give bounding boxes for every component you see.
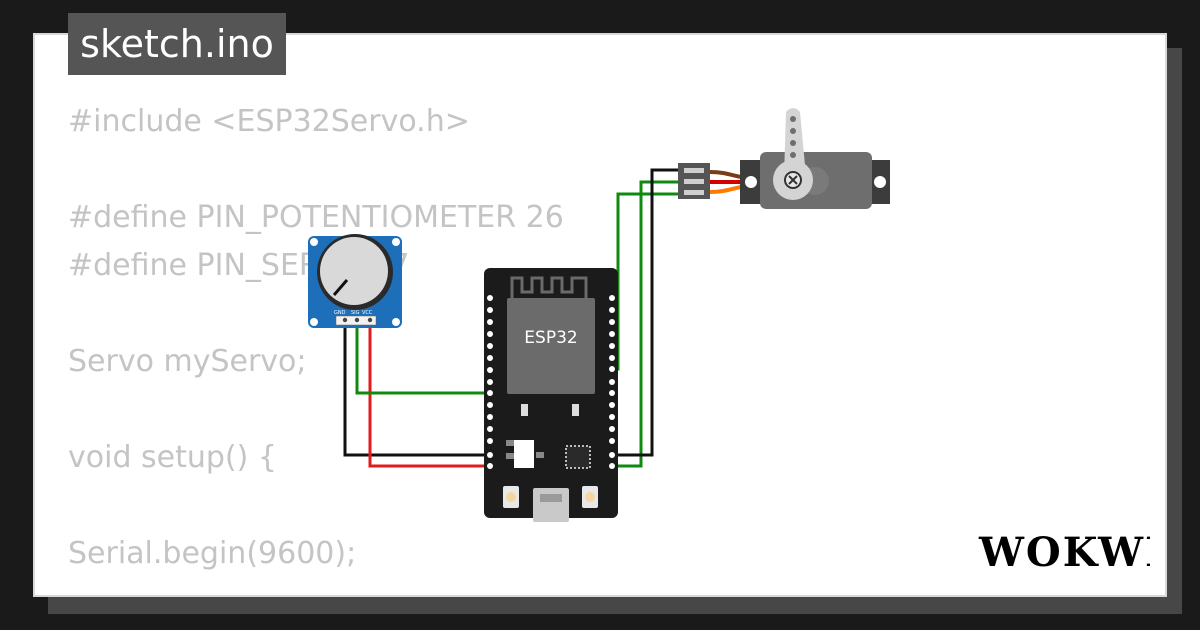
- pot-pin-label-vcc: VCC: [362, 310, 373, 316]
- file-tab[interactable]: sketch.ino: [68, 13, 286, 75]
- wire-pot-sig[interactable]: [355, 320, 489, 395]
- potentiometer[interactable]: GND SIG VCC: [308, 234, 402, 328]
- chip-label: ESP32: [524, 328, 577, 348]
- pot-pin-label-gnd: GND: [334, 310, 346, 316]
- servo-motor[interactable]: [678, 108, 890, 209]
- code-line-3: #define PIN_POTENTIOMETER 26: [68, 200, 564, 235]
- pot-pin-label-sig: SIG: [351, 310, 360, 316]
- usb-port[interactable]: [533, 488, 569, 522]
- wire-servo-signal[interactable]: [610, 192, 680, 371]
- voltage-regulator: [514, 440, 534, 468]
- code-line-10: Serial.begin(9600);: [68, 536, 357, 571]
- right-pin-header: [609, 295, 615, 469]
- wire-pot-vcc[interactable]: [368, 320, 489, 468]
- wokwi-logo: WOKWI: [978, 529, 1150, 576]
- left-pin-header: [487, 295, 493, 469]
- antenna: [510, 276, 588, 298]
- potentiometer-knob[interactable]: [320, 237, 388, 305]
- wokwi-logo-text: WOKWI: [978, 529, 1150, 576]
- code-line-8: void setup() {: [68, 440, 277, 475]
- wire-servo-gnd[interactable]: [610, 168, 680, 457]
- wire-servo-vcc[interactable]: [610, 180, 680, 468]
- wire-pot-gnd[interactable]: [343, 320, 489, 457]
- code-line-6: Servo myServo;: [68, 344, 307, 379]
- usb-chip: [565, 445, 591, 469]
- knob-indicator: [332, 279, 349, 296]
- esp32-board[interactable]: ESP32: [484, 268, 618, 522]
- esp32-module: [507, 298, 595, 394]
- code-line-1: #include <ESP32Servo.h>: [68, 104, 470, 139]
